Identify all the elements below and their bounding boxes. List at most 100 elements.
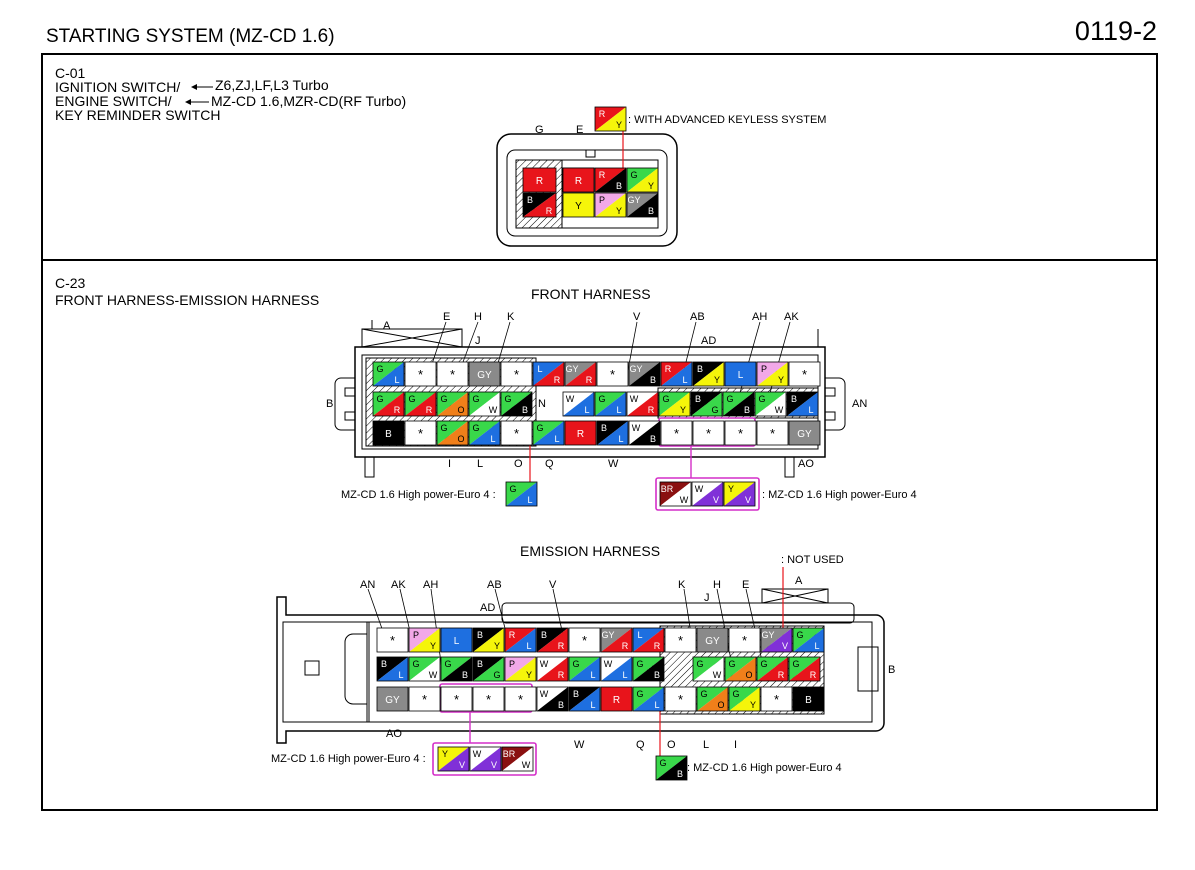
pin-cell-solid xyxy=(562,167,595,193)
pin-stripe-code: Y xyxy=(778,375,784,385)
emission-row2-9: GW xyxy=(692,656,725,682)
emission-row2-2: GB xyxy=(440,656,473,682)
pin-primary-code: W xyxy=(473,749,482,759)
pin-color-code: R xyxy=(536,176,543,187)
pin-half-stripe xyxy=(537,628,568,652)
pin-stripe-code: L xyxy=(622,670,627,680)
front-row2-10: GB xyxy=(722,391,755,417)
c01-pin-left-top: R xyxy=(522,167,557,193)
pin-cell-border xyxy=(594,192,627,218)
pin-stripe-code: R xyxy=(558,670,565,680)
pin-stripe-code: W xyxy=(522,760,531,770)
emission-left-ear xyxy=(344,633,368,705)
front-row3-4: * xyxy=(500,420,533,446)
pin-primary-code: B xyxy=(601,423,607,433)
c01-arrow-head-1 xyxy=(191,84,197,90)
front-row1-8: GYB xyxy=(628,361,661,387)
pin-primary-code: G xyxy=(440,423,447,433)
pin-half-stripe xyxy=(569,657,600,681)
pin-color-code: R xyxy=(575,176,582,187)
pin-primary-code: B xyxy=(791,394,797,404)
pin-primary-code: GY xyxy=(601,630,614,640)
pin-primary-code: P xyxy=(761,364,767,374)
pin-cell-border xyxy=(692,361,725,387)
front-row3-2: GO xyxy=(436,420,469,446)
emission-callout-left-2: BRW xyxy=(501,746,534,772)
pin-cell-empty xyxy=(788,361,821,387)
c01-pin-left-bottom: BR xyxy=(522,192,557,218)
pin-stripe-code: B xyxy=(650,434,656,444)
c01-line-ignition: IGNITION SWITCH/ xyxy=(55,79,181,95)
pin-color-code: L xyxy=(454,636,460,647)
pin-half-stripe xyxy=(533,421,564,445)
emission-row2-4: PY xyxy=(504,656,537,682)
pin-stripe-code: Y xyxy=(714,375,720,385)
emission-callout-left-1: WV xyxy=(469,746,502,772)
front-row1-11: L xyxy=(724,361,757,387)
pin-half-stripe xyxy=(569,687,600,711)
pin-stripe-code: L xyxy=(682,375,687,385)
front-row1-9: RL xyxy=(660,361,693,387)
pin-cell-border xyxy=(632,686,665,712)
pin-stripe-code: W xyxy=(429,670,438,680)
pin-half-stripe xyxy=(633,628,664,652)
emission-right-lug xyxy=(857,646,879,692)
pin-stripe-code: V xyxy=(491,760,497,770)
pin-stripe-code: V xyxy=(782,641,788,651)
pin-half-stripe xyxy=(409,657,440,681)
pin-primary-code: R xyxy=(599,109,606,119)
pin-cell-border xyxy=(408,656,441,682)
front-label-b: B xyxy=(326,398,334,410)
emission-row3-2: * xyxy=(440,686,473,712)
front-row3-11: * xyxy=(724,420,757,446)
pin-half-stripe xyxy=(755,392,786,416)
pin-cell-border xyxy=(404,391,437,417)
front-row1-13: * xyxy=(788,361,821,387)
pin-cell-solid xyxy=(600,686,633,712)
emission-label-j: J xyxy=(704,592,710,604)
pin-stripe-code: Y xyxy=(616,206,622,216)
front-label-an: AN xyxy=(852,398,868,410)
emission-row2-12: GR xyxy=(788,656,821,682)
front-row2-12: BL xyxy=(786,391,819,417)
pin-primary-code: B xyxy=(573,689,579,699)
front-row1-2: * xyxy=(436,361,469,387)
emission-label-e: E xyxy=(742,579,750,591)
not-used-note: : NOT USED xyxy=(781,554,844,566)
pin-primary-code: G xyxy=(572,659,579,669)
emission-row1-11: * xyxy=(728,627,761,653)
pin-cell-empty xyxy=(436,361,469,387)
emission-row3-1: * xyxy=(408,686,441,712)
pin-half-stripe xyxy=(793,628,824,652)
pin-asterisk: * xyxy=(418,426,423,441)
pin-cell-empty xyxy=(404,420,437,446)
front-label-n: N xyxy=(538,398,546,410)
front-row1-5: LR xyxy=(532,361,565,387)
pin-stripe-code: R xyxy=(810,670,817,680)
pin-primary-code: Y xyxy=(442,749,448,759)
emission-callout-left-box xyxy=(432,742,537,776)
front-row1-1: * xyxy=(404,361,437,387)
pin-stripe-code: L xyxy=(814,641,819,651)
pin-cell-border xyxy=(626,192,659,218)
emission-row1-12: GYV xyxy=(760,627,793,653)
front-label-ao: AO xyxy=(798,458,814,470)
pin-cell-border xyxy=(756,361,789,387)
pin-half-stripe xyxy=(437,421,468,445)
pin-half-stripe xyxy=(723,392,754,416)
pin-asterisk: * xyxy=(514,426,519,441)
pin-asterisk: * xyxy=(706,426,711,441)
front-ear-slot-left-2 xyxy=(344,411,356,421)
pin-asterisk: * xyxy=(742,633,747,648)
front-ear-slot-right-1 xyxy=(824,387,836,397)
pin-half-stripe xyxy=(595,392,626,416)
pin-primary-code: GY xyxy=(627,195,640,205)
pin-half-stripe xyxy=(438,747,469,771)
pin-stripe-code: R xyxy=(426,405,433,415)
emission-row2-3: BG xyxy=(472,656,505,682)
c01-pin-bottom-0: Y xyxy=(562,192,595,218)
front-row3-7: BL xyxy=(596,420,629,446)
pin-asterisk: * xyxy=(454,692,459,707)
emission-row1-4: RL xyxy=(504,627,537,653)
